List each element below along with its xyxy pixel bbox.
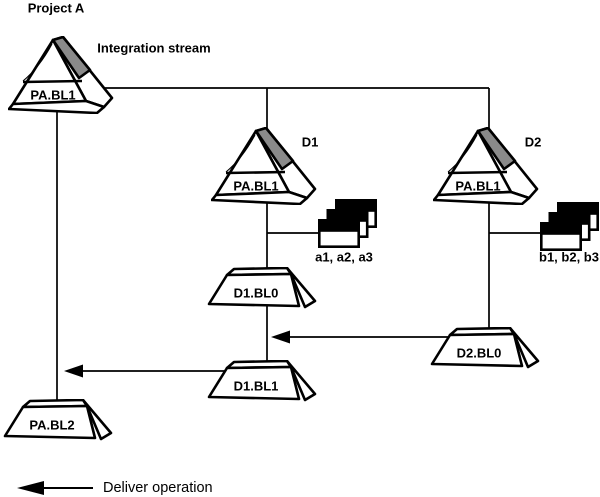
legend-arrowhead [17,481,44,495]
baseline-node-pabl2: PA.BL2 [3,399,115,441]
activity-stack-b [540,202,600,251]
d1-stream-label: D1 [301,134,319,150]
baseline-pabl2-label: PA.BL2 [29,417,75,433]
deliver-arrowhead-1 [271,330,290,344]
stream-node-d1: PA.BL1 [211,127,323,205]
baseline-d2bl0-label: D2.BL0 [456,345,502,361]
legend-label: Deliver operation [103,480,213,496]
stacked-cards-icon [540,202,599,251]
activity-stack-b-label: b1, b2, b3 [539,249,599,265]
d1-foundation-baseline-label: PA.BL1 [233,178,279,194]
activity-stack-a-label: a1, a2, a3 [315,249,373,265]
stacked-cards-icon [318,199,377,248]
baseline-node-d1bl1: D1.BL1 [207,360,319,402]
baseline-d1bl0-label: D1.BL0 [233,285,279,301]
stream-node-integration: PA.BL1 [8,36,120,114]
integration-foundation-baseline-label: PA.BL1 [30,87,76,103]
project-title: Project A [27,0,85,16]
integration-stream-label: Integration stream [97,40,211,56]
activity-stack-a [318,199,378,248]
d2-stream-label: D2 [524,134,542,150]
baseline-d1bl1-label: D1.BL1 [233,378,279,394]
baseline-node-d1bl0: D1.BL0 [207,267,319,309]
d2-foundation-baseline-label: PA.BL1 [455,178,501,194]
deliver-arrowhead-2 [64,364,83,378]
baseline-node-d2bl0: D2.BL0 [430,327,542,369]
stream-node-d2: PA.BL1 [433,127,545,205]
